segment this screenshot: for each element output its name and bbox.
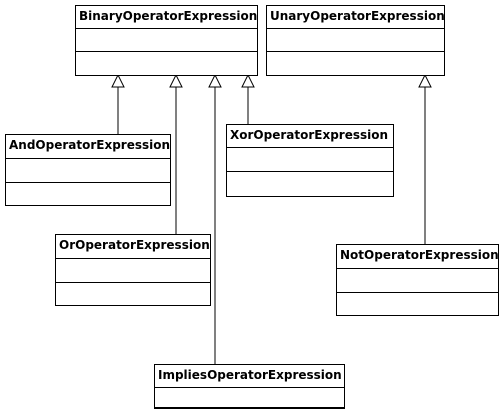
class-name: NotOperatorExpression <box>340 248 499 262</box>
class-name: AndOperatorExpression <box>9 138 170 152</box>
class-name: ImpliesOperatorExpression <box>158 368 342 382</box>
class-box-and[interactable]: AndOperatorExpression <box>5 134 171 206</box>
class-box-border <box>226 124 394 197</box>
class-box-border <box>154 364 345 409</box>
inheritance-arrowhead <box>169 73 183 88</box>
generalization-not-to-unary <box>418 73 432 244</box>
inheritance-arrowhead <box>111 73 125 88</box>
class-box-border <box>336 244 499 316</box>
generalization-edges <box>111 73 432 364</box>
class-box-border <box>55 234 211 306</box>
class-box-binary[interactable]: BinaryOperatorExpression <box>75 5 258 76</box>
class-name: UnaryOperatorExpression <box>270 9 445 23</box>
inheritance-arrowhead <box>241 73 255 88</box>
class-box-or[interactable]: OrOperatorExpression <box>55 234 211 306</box>
class-box-border <box>5 134 171 206</box>
inheritance-arrowhead <box>418 73 432 88</box>
class-box-not[interactable]: NotOperatorExpression <box>336 244 499 316</box>
inheritance-arrowhead <box>208 73 222 88</box>
generalization-xor-to-binary <box>241 73 255 124</box>
generalization-implies-to-binary <box>208 73 222 364</box>
generalization-and-to-binary <box>111 73 125 134</box>
class-box-xor[interactable]: XorOperatorExpression <box>226 124 394 197</box>
class-box-border <box>75 5 258 76</box>
generalization-or-to-binary <box>169 73 183 234</box>
class-name: BinaryOperatorExpression <box>79 9 257 23</box>
class-name: OrOperatorExpression <box>59 238 210 252</box>
class-boxes: BinaryOperatorExpression UnaryOperatorExp… <box>5 5 499 409</box>
class-box-border <box>266 5 445 76</box>
class-box-unary[interactable]: UnaryOperatorExpression <box>266 5 445 76</box>
class-box-implies[interactable]: ImpliesOperatorExpression <box>154 364 345 409</box>
class-name: XorOperatorExpression <box>230 128 388 142</box>
